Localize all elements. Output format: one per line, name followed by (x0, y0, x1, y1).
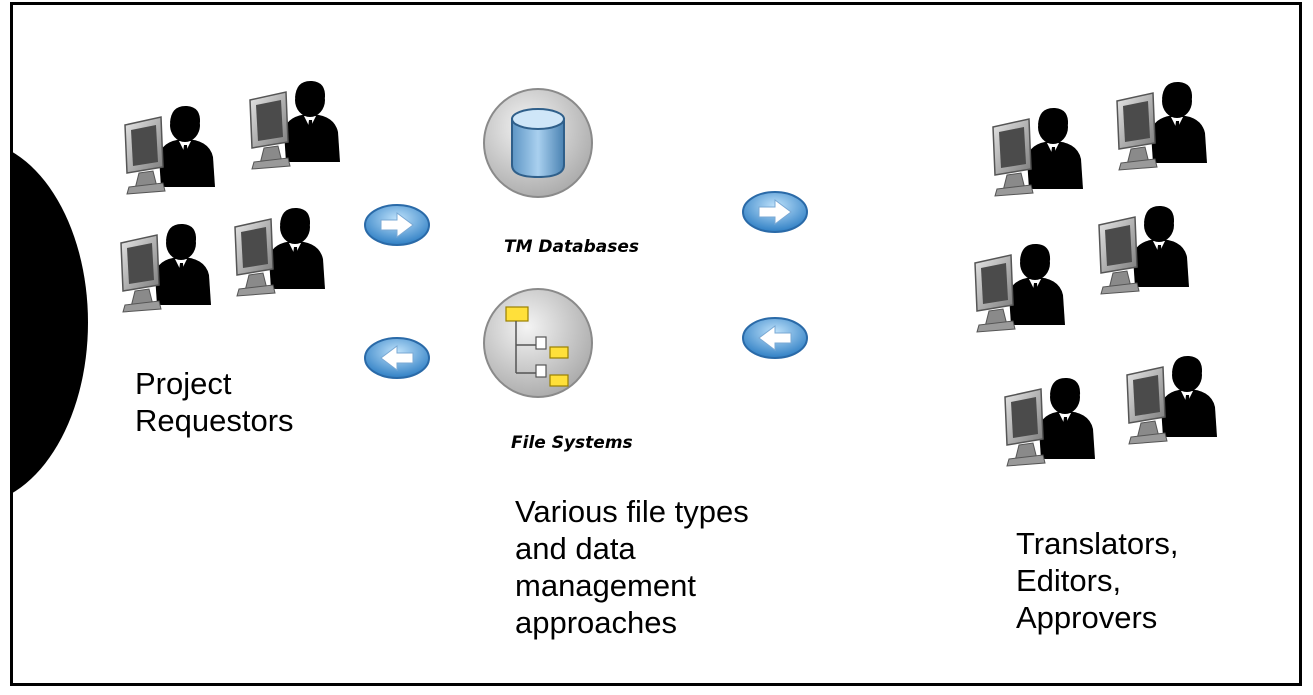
user-at-computer-icon: .u9 .shirt{fill:#3b6fd0}.u9 .tie{fill:#2… (1001, 367, 1111, 467)
black-half-circle (13, 140, 88, 505)
user-at-computer-icon: .u2 .shirt{fill:#2f9a3e}.u2 .tie{fill:#1… (246, 70, 356, 170)
project-requestors-label: Project Requestors (135, 366, 294, 438)
file-systems-caption: File Systems (511, 433, 633, 453)
user-at-computer-icon: .u3 .shirt{fill:#3b6fd0}.u3 .tie{fill:#c… (117, 213, 227, 313)
folder-tree-icon (480, 285, 596, 401)
user-at-computer-icon: .u1 .shirt{fill:#3b6fd0}.u1 .tie{fill:#2… (121, 95, 231, 195)
diagram-frame: .u1 .shirt{fill:#3b6fd0}.u1 .tie{fill:#2… (10, 2, 1302, 686)
user-at-computer-icon: .u5 .shirt{fill:#3b6fd0}.u5 .tie{fill:#2… (989, 97, 1099, 197)
arrow-right-icon (363, 203, 431, 247)
user-at-computer-icon: .u8 .shirt{fill:#f08a1c}.u8 .tie{fill:#f… (1095, 195, 1205, 295)
user-at-computer-icon: .u4 .shirt{fill:#f08a1c}.u4 .tie{fill:#f… (231, 197, 341, 297)
user-at-computer-icon: .u6 .shirt{fill:#2f9a3e}.u6 .tie{fill:#1… (1113, 71, 1223, 171)
tm-databases-caption: TM Databases (504, 237, 640, 257)
arrow-left-icon (741, 316, 809, 360)
arrow-right-icon (741, 190, 809, 234)
translators-editors-approvers-label: Translators, Editors, Approvers (1016, 526, 1179, 635)
database-icon (480, 85, 596, 201)
center-description: Various file types and data management a… (515, 494, 749, 640)
user-at-computer-icon: .u10 .shirt{fill:#2f9a3e}.u10 .tie{fill:… (1123, 345, 1233, 445)
arrow-left-icon (363, 336, 431, 380)
user-at-computer-icon: .u7 .shirt{fill:#3b6fd0}.u7 .tie{fill:#c… (971, 233, 1081, 333)
